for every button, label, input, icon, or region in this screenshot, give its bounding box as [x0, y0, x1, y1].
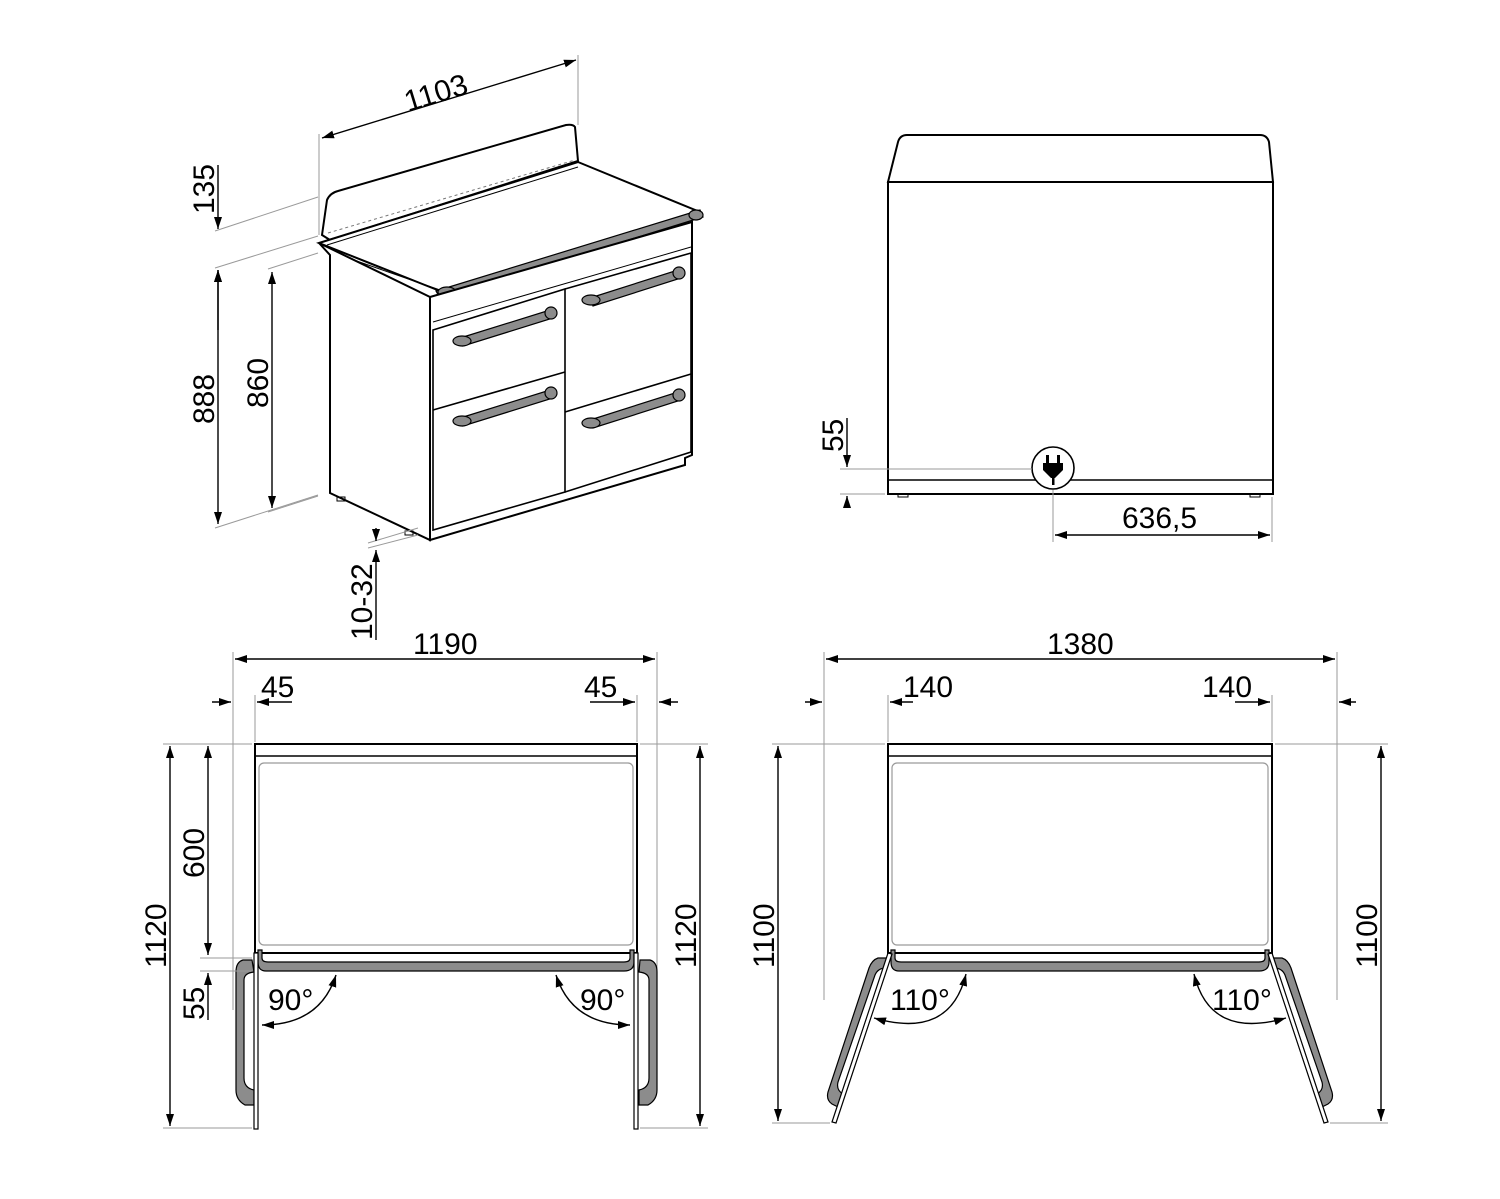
- dim-left-clearance-140: 140: [903, 671, 953, 704]
- power-plug-icon: [1031, 446, 1075, 490]
- dim-right-clearance-140: 140: [1202, 671, 1252, 704]
- dim-socket-offset-636-5: 636,5: [1122, 502, 1197, 535]
- dim-total-height-888: 888: [188, 374, 221, 424]
- dim-depth-right-1120: 1120: [670, 903, 703, 968]
- top-view-90-degree: 1190 45 45 90° 90° 1120 600: [140, 628, 708, 1130]
- dim-width-1103: 1103: [400, 68, 471, 118]
- angle-right-90: 90°: [580, 984, 625, 1017]
- dim-door-offset-55: 55: [178, 987, 211, 1020]
- dim-body-depth-600: 600: [178, 828, 211, 878]
- dim-depth-right-1100: 1100: [1351, 903, 1384, 968]
- dim-right-clearance-45: 45: [584, 671, 617, 704]
- isometric-view: 1103: [188, 55, 704, 640]
- top-view-110-degree: 1190 1380 140 140 110° 110° 1100: [748, 628, 1388, 1124]
- dim-socket-height-55: 55: [817, 419, 850, 452]
- drawer-handles: [452, 266, 686, 429]
- rear-view: 55 636,5: [817, 134, 1275, 542]
- angle-right-110: 110°: [1212, 984, 1272, 1017]
- angle-left-90: 90°: [268, 984, 313, 1017]
- dim-backguard-135: 135: [188, 164, 221, 214]
- dim-total-width-1380-label: 1380: [1047, 628, 1114, 661]
- dim-total-width-1190: 1190: [413, 628, 478, 661]
- dim-feet-10-32: 10-32: [346, 563, 379, 640]
- dim-left-clearance-45: 45: [261, 671, 294, 704]
- dim-depth-left-1120: 1120: [140, 903, 173, 968]
- angle-left-110: 110°: [890, 984, 950, 1017]
- dim-worktop-height-860: 860: [242, 358, 275, 408]
- dim-depth-left-1100: 1100: [748, 903, 781, 968]
